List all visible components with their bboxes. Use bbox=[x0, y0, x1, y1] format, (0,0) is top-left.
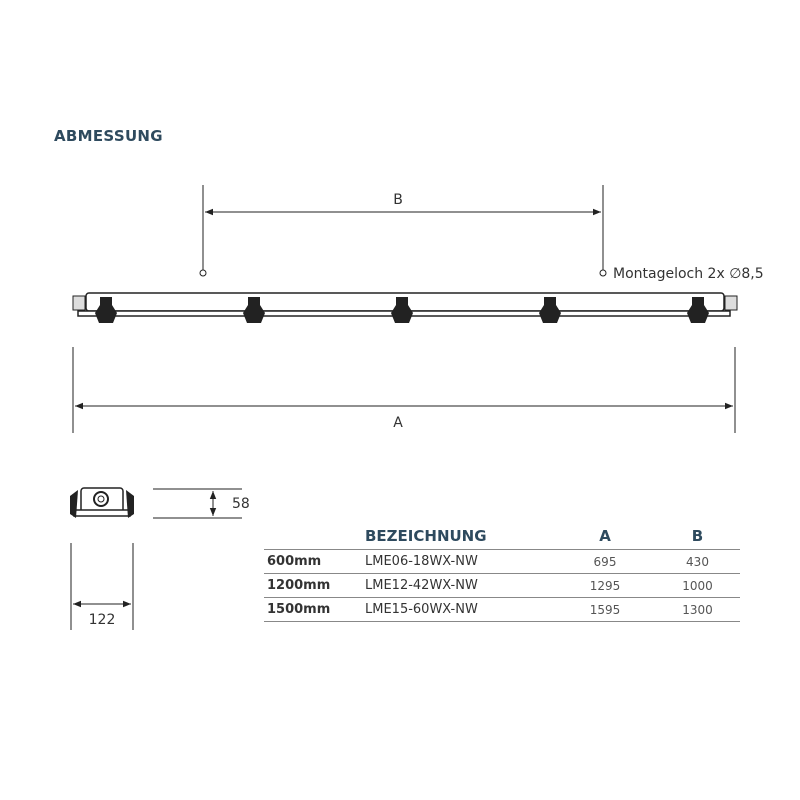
label-a: A bbox=[393, 415, 403, 431]
header-a: A bbox=[599, 527, 611, 545]
cell-a: 1595 bbox=[555, 597, 655, 622]
cell-size: 1200mm bbox=[264, 573, 365, 598]
dimension-height: 58 bbox=[153, 488, 250, 519]
cell-designation: LME15-60WX-NW bbox=[365, 597, 555, 622]
mounting-hole-label: Montageloch 2x ∅8,5 bbox=[613, 266, 764, 282]
width-value: 122 bbox=[89, 612, 116, 628]
height-value: 58 bbox=[232, 496, 250, 512]
table-row: 1200mm LME12-42WX-NW 1295 1000 bbox=[264, 573, 740, 598]
luminaire-side-view bbox=[72, 292, 738, 323]
dimension-table: BEZEICHNUNG A B 600mm LME06-18WX-NW 695 … bbox=[264, 526, 740, 622]
table-row: 1500mm LME15-60WX-NW 1595 1300 bbox=[264, 597, 740, 622]
cell-a: 1295 bbox=[555, 573, 655, 598]
dimension-b: B bbox=[199, 185, 607, 277]
header-size bbox=[264, 526, 365, 550]
table-row: 600mm LME06-18WX-NW 695 430 bbox=[264, 549, 740, 574]
header-designation: BEZEICHNUNG bbox=[365, 527, 487, 545]
cell-designation: LME06-18WX-NW bbox=[365, 549, 555, 574]
cell-size: 600mm bbox=[264, 549, 365, 574]
section-title: ABMESSUNG bbox=[54, 127, 163, 145]
cell-b: 1000 bbox=[655, 573, 740, 598]
cell-a: 695 bbox=[555, 549, 655, 574]
label-b: B bbox=[393, 192, 403, 208]
dimension-a: A bbox=[72, 347, 736, 433]
table-header: BEZEICHNUNG A B bbox=[264, 526, 740, 550]
luminaire-end-view bbox=[70, 487, 134, 518]
cell-b: 430 bbox=[655, 549, 740, 574]
cell-b: 1300 bbox=[655, 597, 740, 622]
cell-size: 1500mm bbox=[264, 597, 365, 622]
header-b: B bbox=[691, 527, 704, 545]
dimension-width: 122 bbox=[70, 543, 134, 630]
cell-designation: LME12-42WX-NW bbox=[365, 573, 555, 598]
